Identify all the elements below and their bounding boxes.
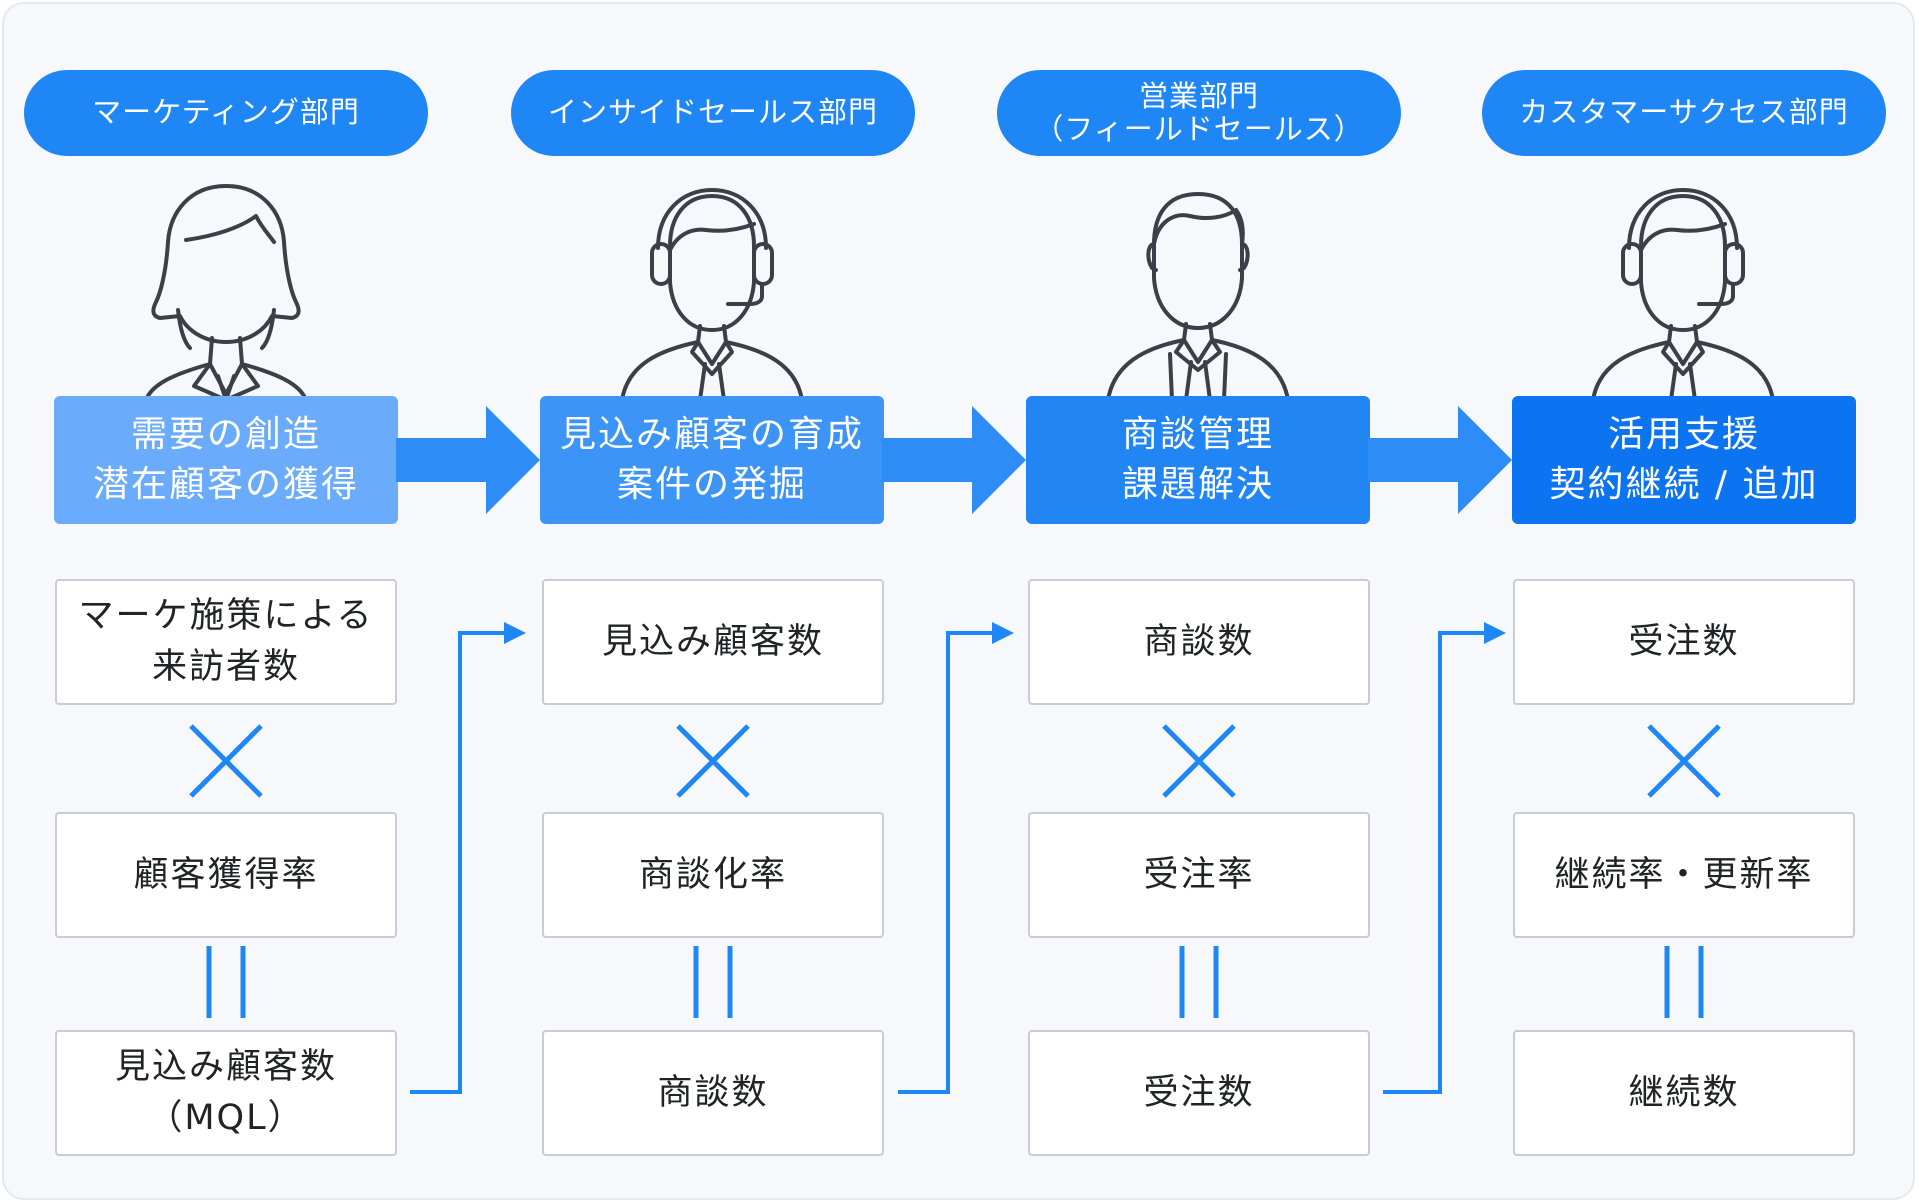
equals-icon <box>693 946 733 1018</box>
metric-box-orders-in: 受注数 <box>1513 579 1855 705</box>
metric-box-visitors: マーケ施策による 来訪者数 <box>55 579 397 705</box>
stage-box-customer-success: 活用支援 契約継続 / 追加 <box>1512 396 1856 524</box>
department-label-inside-sales: インサイドセールス部門 <box>511 70 915 156</box>
metric-box-prospects: 見込み顧客数 <box>542 579 884 705</box>
multiply-icon <box>189 724 263 798</box>
metric-box-opportunity-rate: 商談化率 <box>542 812 884 938</box>
woman-icon <box>144 184 308 400</box>
flow-arrow-3 <box>1368 406 1512 514</box>
result-box-orders: 受注数 <box>1028 1030 1370 1156</box>
metric-box-renewal-rate: 継続率・更新率 <box>1513 812 1855 938</box>
stage-box-marketing: 需要の創造 潜在顧客の獲得 <box>54 396 398 524</box>
multiply-icon <box>1647 724 1721 798</box>
result-box-mql: 見込み顧客数 （MQL） <box>55 1030 397 1156</box>
metric-box-opportunities-in: 商談数 <box>1028 579 1370 705</box>
flow-arrow-2 <box>882 406 1026 514</box>
metric-box-win-rate: 受注率 <box>1028 812 1370 938</box>
equals-icon <box>206 946 246 1018</box>
stage-box-field-sales: 商談管理 課題解決 <box>1026 396 1370 524</box>
department-label-marketing: マーケティング部門 <box>24 70 428 156</box>
result-box-opportunities: 商談数 <box>542 1030 884 1156</box>
businessman-icon <box>1106 192 1290 400</box>
multiply-icon <box>1162 724 1236 798</box>
equals-icon <box>1664 946 1704 1018</box>
multiply-icon <box>676 724 750 798</box>
result-box-renewals: 継続数 <box>1513 1030 1855 1156</box>
headset-man-icon <box>620 188 804 400</box>
department-label-field-sales: 営業部門 （フィールドセールス） <box>997 70 1401 156</box>
equals-icon <box>1179 946 1219 1018</box>
headset-man-icon <box>1591 188 1775 400</box>
department-label-customer-success: カスタマーサクセス部門 <box>1482 70 1886 156</box>
flow-arrow-1 <box>396 406 540 514</box>
metric-box-acquisition-rate: 顧客獲得率 <box>55 812 397 938</box>
stage-box-inside-sales: 見込み顧客の育成 案件の発掘 <box>540 396 884 524</box>
